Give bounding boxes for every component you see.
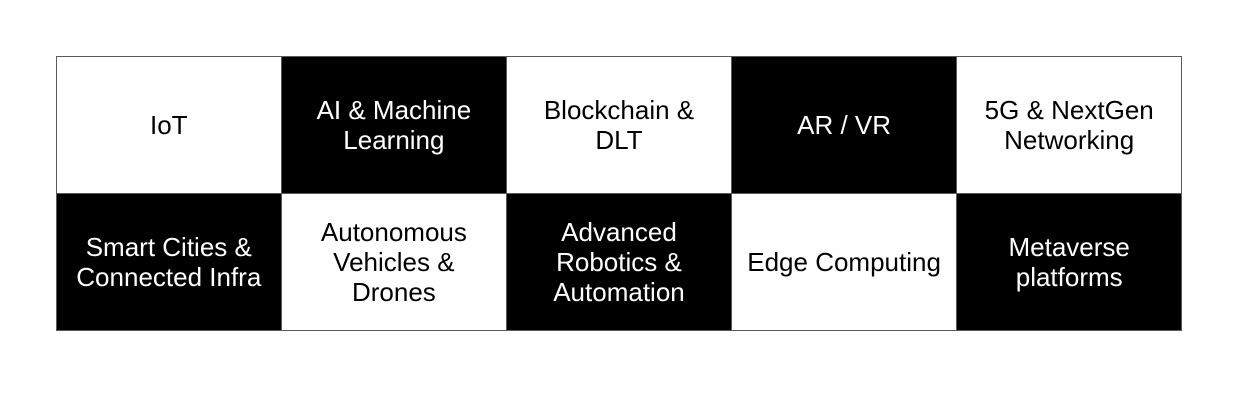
cell-label: Advanced Robotics & Automation [553,217,685,308]
cell-ai-machine-learning: AI & Machine Learning [282,57,506,193]
cell-label: Metaverse platforms [1008,232,1130,293]
cell-label: AR / VR [797,109,892,140]
cell-blockchain-dlt: Blockchain & DLT [507,57,731,193]
cell-ar-vr: AR / VR [732,57,956,193]
cell-autonomous-vehicles-drones: Autonomous Vehicles & Drones [282,194,506,330]
cell-edge-computing: Edge Computing [732,194,956,330]
cell-iot: IoT [57,57,281,193]
cell-5g-nextgen-networking: 5G & NextGen Networking [957,57,1181,193]
cell-label: 5G & NextGen Networking [984,94,1154,155]
cell-advanced-robotics-automation: Advanced Robotics & Automation [507,194,731,330]
cell-label: Smart Cities & Connected Infra [76,232,262,293]
cell-metaverse-platforms: Metaverse platforms [957,194,1181,330]
cell-smart-cities-connected-infra: Smart Cities & Connected Infra [57,194,281,330]
tech-category-grid: IoT AI & Machine Learning Blockchain & D… [56,56,1182,331]
cell-label: Autonomous Vehicles & Drones [320,217,467,308]
cell-label: AI & Machine Learning [316,94,472,155]
cell-label: IoT [150,109,188,140]
cell-label: Blockchain & DLT [543,94,695,155]
cell-label: Edge Computing [747,247,941,278]
